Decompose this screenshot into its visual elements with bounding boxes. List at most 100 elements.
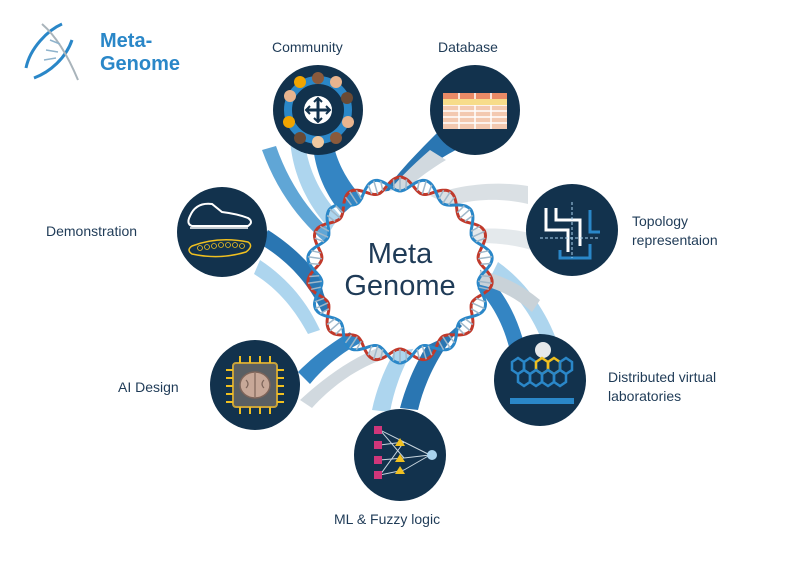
node-distributed xyxy=(494,334,586,426)
dna-rung xyxy=(479,286,490,291)
center-title-line-2: Genome xyxy=(344,270,456,302)
ribbon-ml xyxy=(400,314,462,410)
dna-rung xyxy=(367,345,373,356)
dna-rung xyxy=(392,179,395,190)
dna-rung xyxy=(459,321,471,332)
database-table-icon xyxy=(443,93,507,129)
dna-rung xyxy=(480,262,491,265)
ribbon-distributed xyxy=(470,268,528,360)
label-distributed: Distributed virtual laboratories xyxy=(608,368,716,406)
dna-rung xyxy=(475,297,486,303)
label-topology-line-2: representaion xyxy=(632,232,718,248)
dna-rung xyxy=(314,297,325,303)
dna-rung xyxy=(344,196,353,206)
dna-rung xyxy=(427,345,433,356)
logo-line-2: Genome xyxy=(100,53,181,75)
center-title: Meta Genome xyxy=(320,238,480,302)
dna-ring xyxy=(306,175,494,365)
dna-rung xyxy=(479,249,490,254)
dna-rung xyxy=(471,302,485,310)
dna-rung xyxy=(416,349,421,360)
node-demonstration xyxy=(177,187,267,277)
dna-rung xyxy=(307,280,322,284)
node-topology xyxy=(526,184,618,276)
ai-chip-brain-icon xyxy=(226,356,284,414)
ribbon-extra-2 xyxy=(462,268,540,312)
node-ml xyxy=(354,409,446,501)
label-database: Database xyxy=(438,39,498,55)
dna-rung xyxy=(367,184,373,195)
dna-rung xyxy=(315,302,329,310)
label-ai: AI Design xyxy=(118,379,179,395)
dna-rung xyxy=(427,184,433,195)
community-network-icon xyxy=(283,72,354,148)
dna-rung xyxy=(416,180,421,191)
dna-rung xyxy=(478,280,493,284)
dna-rung xyxy=(355,340,362,351)
node-community xyxy=(273,65,363,155)
dna-rung xyxy=(349,336,358,349)
dna-rung xyxy=(373,345,379,360)
dna-rung xyxy=(329,208,341,219)
dna-rung xyxy=(447,334,456,344)
dna-rung xyxy=(319,308,330,315)
dna-rung xyxy=(442,191,451,204)
dna-strand-blue xyxy=(306,178,494,365)
node-ai xyxy=(210,340,300,430)
dna-rung xyxy=(480,275,491,278)
dna-rungs xyxy=(307,177,493,363)
dna-rung xyxy=(456,326,465,335)
label-distributed-line-1: Distributed virtual xyxy=(608,369,717,385)
label-ml: ML & Fuzzy logic xyxy=(334,511,441,527)
dna-rung xyxy=(355,189,362,200)
dna-rung xyxy=(470,308,481,315)
dna-helix-icon xyxy=(24,22,79,81)
dna-rung xyxy=(447,196,456,206)
dna-rung xyxy=(309,262,320,265)
logo-text: Meta- Genome xyxy=(100,30,180,76)
dna-rung xyxy=(315,230,329,238)
dna-rung xyxy=(335,205,344,214)
lattice-structure-icon xyxy=(510,342,574,404)
ribbon-demonstration-light xyxy=(254,260,320,334)
dna-rung xyxy=(421,180,427,195)
dna-rung xyxy=(373,180,379,195)
label-demonstration: Demonstration xyxy=(46,223,138,239)
dna-rung xyxy=(464,214,474,223)
dna-rung xyxy=(335,326,344,335)
dna-rung xyxy=(438,189,445,200)
dna-rung xyxy=(464,317,474,326)
dna-rung xyxy=(326,214,336,223)
dna-rung xyxy=(314,237,325,243)
dna-rung xyxy=(421,345,427,360)
dna-rung xyxy=(405,179,408,190)
dna-rung xyxy=(344,334,353,344)
node-database xyxy=(430,65,520,155)
dna-rung xyxy=(310,249,321,254)
ribbon-ai-light xyxy=(300,346,386,408)
dna-rung xyxy=(310,286,321,291)
dna-rung xyxy=(442,336,451,349)
shoe-sole-icon xyxy=(187,202,252,258)
label-topology-line-1: Topology xyxy=(632,213,689,229)
dna-rung xyxy=(349,191,358,204)
label-topology: Topology representaion xyxy=(632,212,718,250)
center-title-line-1: Meta xyxy=(367,238,433,270)
dna-rung xyxy=(456,205,465,214)
ribbons xyxy=(254,98,560,412)
dna-rung xyxy=(392,350,395,361)
topology-structure-icon xyxy=(540,202,600,260)
dna-rung xyxy=(478,256,493,260)
dna-rung xyxy=(329,321,341,332)
dna-rung xyxy=(471,230,485,238)
dna-rung xyxy=(379,349,384,360)
dna-rung xyxy=(405,350,408,361)
dna-rung xyxy=(438,340,445,351)
dna-rung xyxy=(475,237,486,243)
dna-rung xyxy=(307,256,322,260)
dna-rung xyxy=(459,208,471,219)
label-distributed-line-2: laboratories xyxy=(608,388,682,404)
logo-line-1: Meta- xyxy=(100,30,153,52)
neural-network-icon xyxy=(374,426,437,479)
